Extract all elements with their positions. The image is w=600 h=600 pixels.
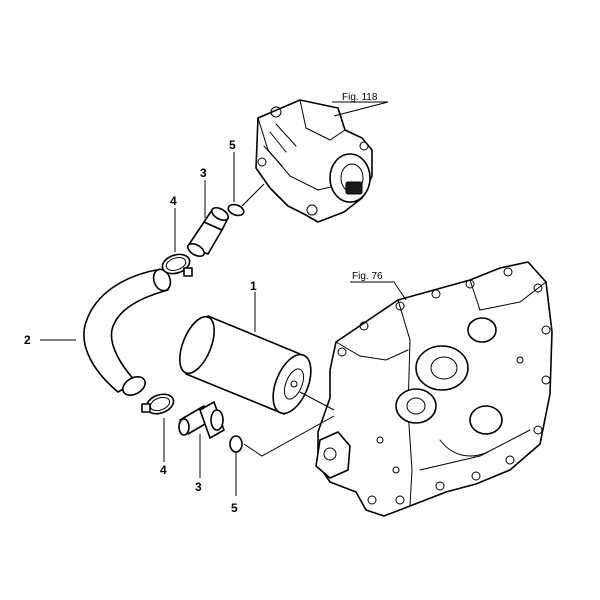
callout-oring-upper: 5: [229, 138, 236, 152]
figure-ref-pump: Fig. 118: [342, 92, 378, 103]
callout-clamp-upper: 4: [170, 194, 177, 208]
callout-filter: 1: [250, 279, 257, 293]
o-ring-lower: [229, 435, 243, 453]
callout-fitting-lower: 3: [195, 480, 202, 494]
hose-fitting-upper: [187, 206, 229, 258]
callout-fitting-upper: 3: [200, 166, 207, 180]
figure-ref-housing: Fig. 76: [352, 271, 383, 282]
callout-hose: 2: [24, 333, 31, 347]
transmission-housing: [315, 261, 553, 517]
callout-oring-lower: 5: [231, 501, 238, 515]
hydraulic-pump: [255, 99, 373, 223]
hose-clamp-upper: [161, 253, 193, 277]
o-ring-upper: [227, 203, 245, 217]
hose: [83, 268, 172, 396]
callout-clamp-lower: 4: [160, 463, 167, 477]
hose-clamp-lower: [141, 393, 175, 415]
leader-lines: [40, 101, 407, 496]
oil-filter: [179, 315, 312, 415]
hose-fitting-lower: [178, 401, 225, 439]
pump-spline-shaft: [345, 181, 363, 195]
